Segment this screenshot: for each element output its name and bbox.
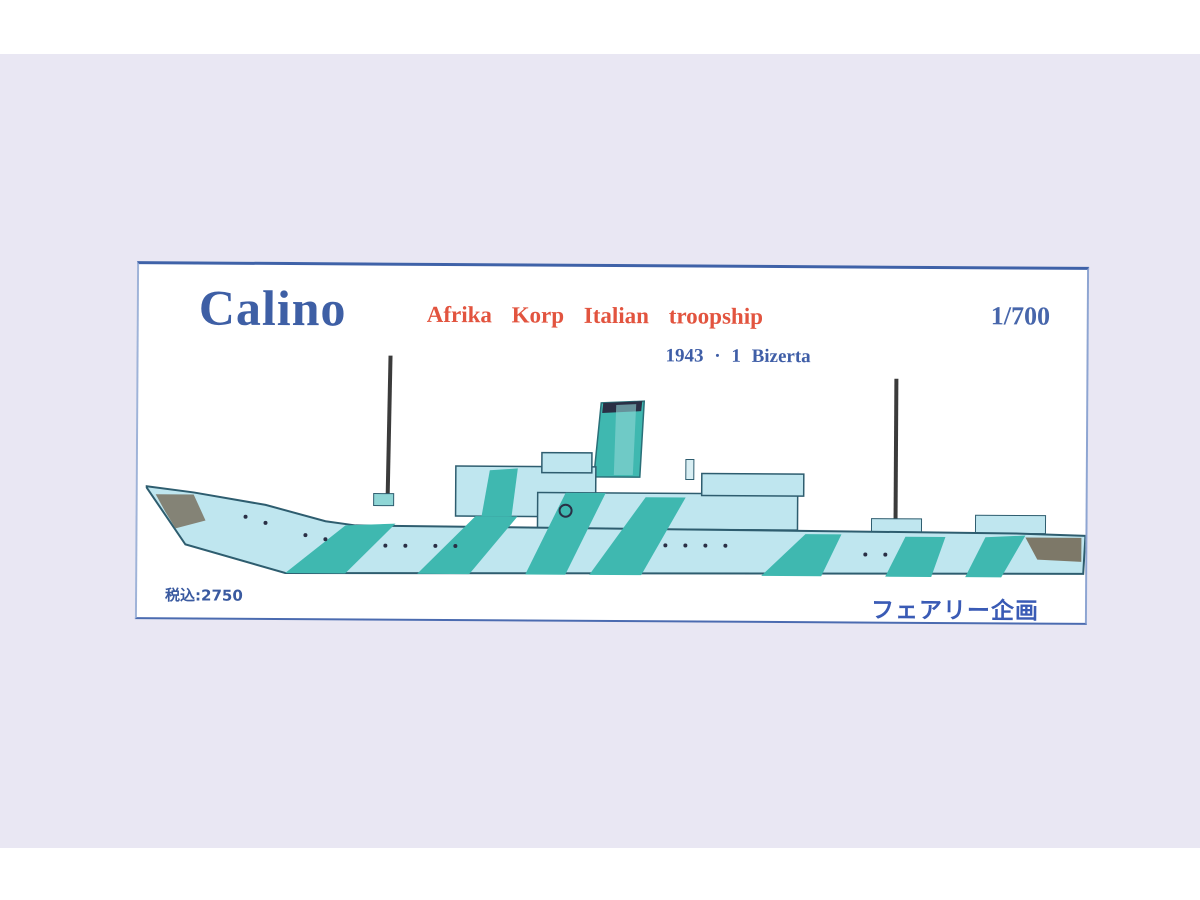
maker-label: フェアリー企画 <box>870 597 1040 625</box>
ship-name-title: Calino <box>198 279 347 337</box>
ship-illustration <box>145 355 1087 578</box>
aft-mast <box>893 378 899 521</box>
fore-mast <box>385 355 393 496</box>
hull <box>145 484 1087 575</box>
price-label: 税込:2750 <box>165 586 243 605</box>
ship-subtitle: Afrika Korp Italian troopship <box>426 301 764 329</box>
box-art-card: Calino Afrika Korp Italian troopship 1/7… <box>134 261 1090 625</box>
scale-label: 1/700 <box>990 301 1051 331</box>
